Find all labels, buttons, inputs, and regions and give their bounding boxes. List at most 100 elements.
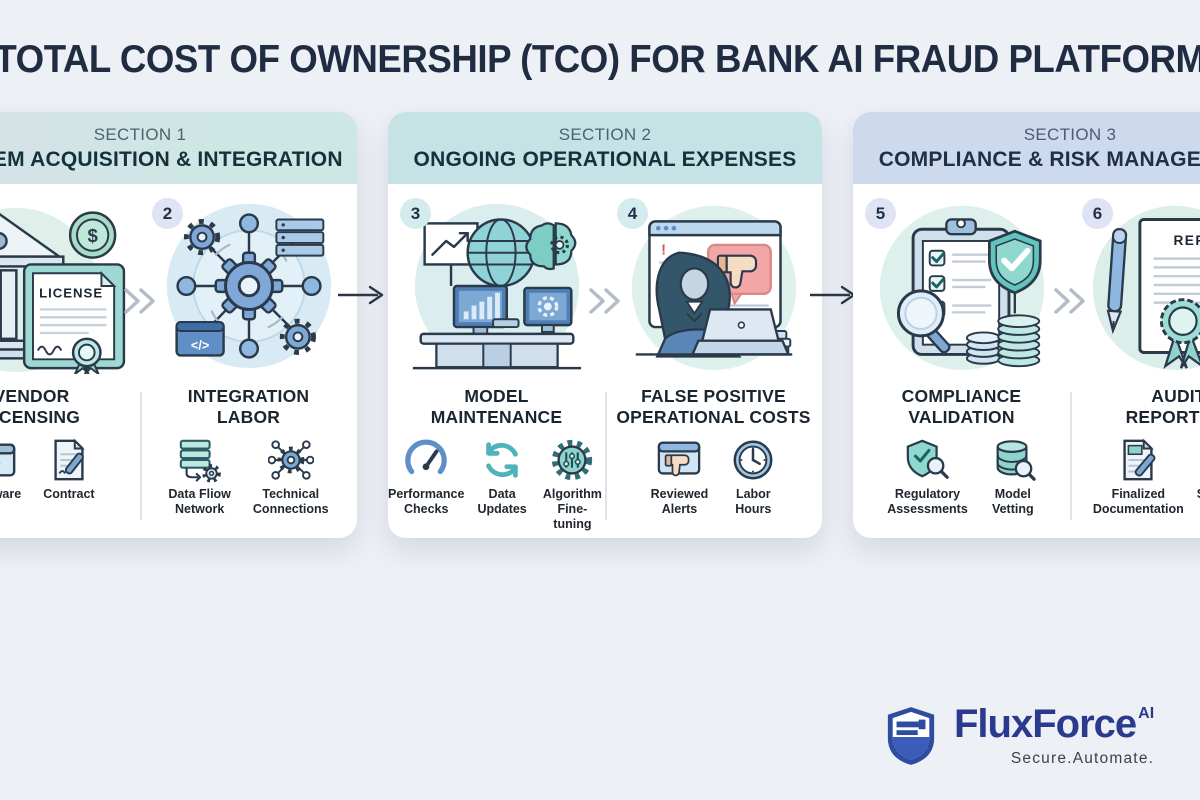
code-text: </>: [190, 338, 208, 353]
item-audit-reporting: 6 REPORT: [1070, 184, 1200, 538]
item-1-title: VENDOR LICENSING: [0, 386, 81, 427]
arrow-right-icon: [808, 283, 858, 312]
report-certificate-illustration: REPORT: [1092, 205, 1200, 371]
technical-connections-icon: [267, 440, 314, 480]
coin-dollar-text: $: [87, 225, 98, 246]
item-divider: [140, 392, 142, 520]
console-icon: [491, 318, 519, 329]
desk-icon: [412, 332, 581, 370]
license-certificate-icon: LICENSE: [22, 263, 125, 374]
sub-reviewed-alerts: Reviewed Alerts: [651, 437, 708, 517]
fluxforce-shield-icon: [887, 707, 935, 765]
gear-network-illustration: </>: [166, 203, 331, 369]
data-flow-network-icon: [179, 440, 221, 484]
section-card-1: SECTION 1 SYSTEM ACQUISITION & INTEGRATI…: [0, 112, 357, 538]
contract-document-icon: [54, 438, 85, 481]
section-3-header: SECTION 3 COMPLIANCE & RISK MANAGEMENT: [853, 112, 1200, 184]
sub-regulatory-assessments: Regulatory Assessments: [887, 437, 968, 517]
section-card-2: SECTION 2 ONGOING OPERATIONAL EXPENSES 3: [388, 112, 822, 538]
clock-icon: [733, 440, 773, 480]
section-2-label: SECTION 2: [558, 124, 652, 144]
section-3-label: SECTION 3: [1023, 124, 1117, 144]
item-5-subitems: Regulatory Assessments Model Vetting: [887, 437, 1036, 517]
item-5-title: COMPLIANCE VALIDATION: [901, 386, 1022, 427]
workstation-globe-brain-illustration: [412, 203, 581, 370]
section-1-title: SYSTEM ACQUISITION & INTEGRATION: [0, 147, 343, 171]
bank-license-illustration: $ LICENSE: [0, 207, 125, 374]
item-3-number-badge: 3: [400, 198, 431, 229]
report-text: REPORT: [1173, 233, 1200, 248]
algorithm-gear-icon: [552, 440, 593, 481]
item-2-title: INTEGRATION LABOR: [187, 386, 310, 427]
rosette-seal-icon: [71, 337, 102, 374]
section-3-body: 5: [853, 184, 1200, 538]
item-2-subitems: Data Fliow Network: [168, 437, 329, 517]
server-stack-icon: [274, 218, 324, 257]
sub-finalized-documentation: Finalized Documentation: [1093, 437, 1184, 517]
item-4-title: FALSE POSITIVE OPERATIONAL COSTS: [616, 386, 811, 427]
item-false-positive-costs: 4 !: [605, 184, 822, 538]
item-4-subitems: Reviewed Alerts Labor Hours: [651, 437, 777, 517]
ai-brain-icon: [524, 222, 576, 271]
item-6-title: AUDIT REPORTING: [1125, 386, 1200, 427]
code-window-icon: </>: [174, 320, 225, 357]
laptop-icon: [690, 308, 790, 356]
analyst-thumbs-down-illustration: !: [631, 205, 796, 371]
item-6-subitems: Finalized Documentation Statements: [1093, 437, 1200, 517]
dollar-coin-icon: $: [68, 211, 116, 259]
item-divider: [605, 392, 607, 520]
item-vendor-licensing: 1 $: [0, 184, 140, 538]
software-window-icon: [0, 443, 16, 477]
rosette-ribbon-icon: [1159, 298, 1200, 370]
item-4-number-badge: 4: [617, 198, 648, 229]
sub-data-flow-network: Data Fliow Network: [168, 437, 231, 517]
performance-gauge-icon: [405, 439, 448, 475]
small-gear-icon: [183, 218, 220, 256]
sub-statements: Statements: [1197, 437, 1200, 502]
svg-text:!: !: [661, 243, 666, 259]
section-3-title: COMPLIANCE & RISK MANAGEMENT: [878, 147, 1200, 171]
item-5-number-badge: 5: [865, 198, 896, 229]
database-magnifier-icon: [996, 440, 1036, 482]
item-integration-labor: 2: [140, 184, 357, 538]
magnifier-icon: [896, 289, 951, 354]
item-2-number-badge: 2: [152, 198, 183, 229]
double-chevron-icon: [1052, 286, 1088, 321]
license-text: LICENSE: [39, 286, 103, 301]
central-gear-icon: [214, 251, 283, 321]
double-chevron-icon: [587, 286, 623, 321]
item-1-subitems: Software Contract: [0, 437, 95, 502]
section-1-body: 1 $: [0, 184, 357, 538]
item-divider: [1070, 392, 1072, 520]
thumbs-down-panel-icon: [706, 243, 772, 306]
section-2-body: 3: [388, 184, 822, 538]
sub-labor-hours: Labor Hours: [730, 437, 776, 517]
brand-name: FluxForce: [954, 702, 1137, 746]
item-6-number-badge: 6: [1082, 198, 1113, 229]
arrow-right-icon: [336, 283, 386, 312]
section-1-header: SECTION 1 SYSTEM ACQUISITION & INTEGRATI…: [0, 112, 357, 184]
fluxforce-logo: FluxForce AI Secure.Automate.: [884, 704, 1154, 768]
pen-icon: [1106, 228, 1127, 335]
brand-tagline: Secure.Automate.: [1010, 750, 1155, 767]
shield-check-icon: [987, 229, 1042, 314]
item-3-subitems: Performance Checks Data Updates: [388, 437, 605, 532]
sub-algorithm-fine-tuning: Algorithm Fine-tuning: [540, 437, 605, 532]
document-pen-icon: [1123, 438, 1156, 481]
sub-contract: Contract: [43, 437, 95, 502]
right-monitor-icon: [522, 286, 573, 333]
page-title: TOTAL COST OF OWNERSHIP (TCO) FOR BANK A…: [0, 38, 1200, 81]
node-circles: [175, 213, 322, 359]
section-1-label: SECTION 1: [93, 124, 187, 144]
section-2-title: ONGOING OPERATIONAL EXPENSES: [413, 147, 797, 171]
sub-technical-connections: Technical Connections: [253, 437, 329, 517]
small-gear-icon: [279, 318, 316, 355]
item-model-maintenance: 3: [388, 184, 605, 538]
sub-performance-checks: Performance Checks: [388, 437, 464, 517]
sub-data-updates: Data Updates: [477, 437, 527, 517]
left-monitor-icon: [452, 284, 508, 335]
item-3-title: MODEL MAINTENANCE: [430, 386, 563, 427]
fluxforce-logo-text: FluxForce AI Secure.Automate.: [954, 704, 1154, 768]
sub-software: Software: [0, 437, 21, 502]
clipboard-shield-coins-illustration: [879, 205, 1044, 371]
